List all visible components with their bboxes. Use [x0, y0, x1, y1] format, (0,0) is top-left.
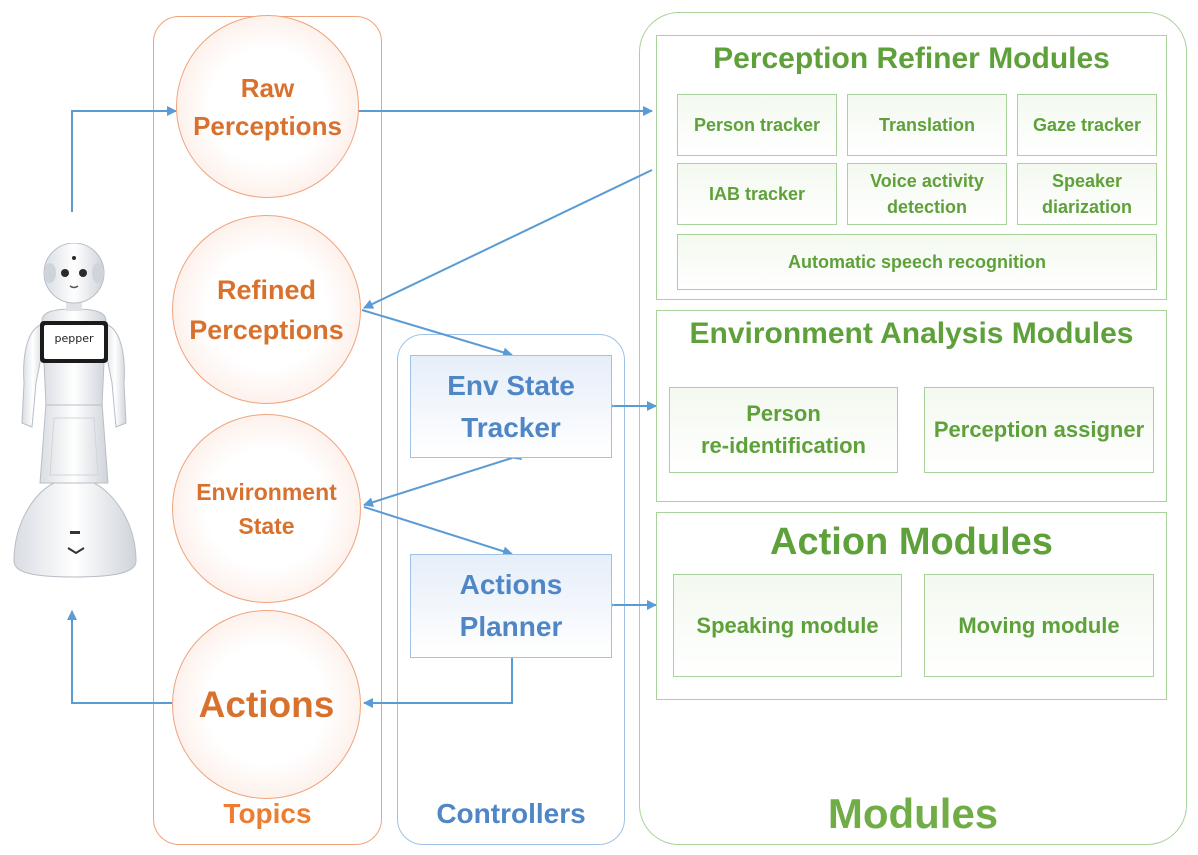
refined-line-1: Refined — [216, 274, 316, 305]
tracker-line-1: Env State — [447, 369, 575, 401]
refined-line-2: Perceptions — [189, 314, 344, 345]
voice-activity-line-1: Voice activity — [870, 171, 984, 191]
topics-label: Topics — [223, 798, 312, 829]
action-modules-title: Action Modules — [770, 521, 1053, 563]
arrow-planner-actions-topic — [363, 649, 517, 708]
planner-line-2: Planner — [459, 611, 563, 642]
person-tracker-module: Person tracker — [677, 94, 837, 156]
speaker-line-2: diarization — [1041, 197, 1132, 217]
arrow-refiner-to-refined — [363, 169, 653, 309]
modules-label: Modules — [827, 790, 999, 837]
raw-line-2: Perceptions — [193, 110, 342, 141]
arrow-envstate-to-planner — [363, 506, 513, 557]
moving-module: Moving module — [924, 574, 1154, 677]
speaking-module: Speaking module — [673, 574, 902, 677]
reid-line-2: re-identification — [700, 433, 866, 458]
tracker-line-2: Tracker — [461, 411, 561, 443]
arrow-actions-to-robot — [67, 610, 172, 704]
envstate-line-1: Environment — [196, 478, 337, 505]
arrow-tracker-envstate — [363, 450, 523, 508]
pepper-robot-image — [13, 243, 137, 578]
actions-topic-label: Actions — [198, 683, 335, 725]
perception-assigner-module: Perception assigner — [924, 387, 1154, 473]
speaker-line-1: Speaker — [1051, 171, 1123, 191]
person-reid-module: Person re-identification — [669, 387, 898, 473]
environment-analysis-title: Environment Analysis Modules — [689, 317, 1134, 350]
robot-screen-label: pepper — [54, 332, 94, 345]
translation-module: Translation — [847, 94, 1007, 156]
gaze-tracker-module: Gaze tracker — [1017, 94, 1157, 156]
raw-line-1: Raw — [240, 72, 295, 103]
arrow-robot-to-raw — [71, 106, 177, 212]
perception-refiner-title: Perception Refiner Modules — [713, 42, 1110, 75]
speaker-diarization-module: Speaker diarization — [1017, 163, 1157, 225]
voice-activity-line-2: detection — [886, 197, 967, 217]
arrow-refined-to-tracker — [361, 309, 513, 358]
planner-line-1: Actions — [459, 569, 563, 600]
reid-line-1: Person — [746, 401, 821, 426]
voice-activity-module: Voice activity detection — [847, 163, 1007, 225]
actions-topic: Actions — [172, 610, 361, 799]
asr-module: Automatic speech recognition — [677, 234, 1157, 290]
controllers-label: Controllers — [436, 798, 586, 829]
iab-tracker-module: IAB tracker — [677, 163, 837, 225]
envstate-line-2: State — [238, 512, 295, 539]
